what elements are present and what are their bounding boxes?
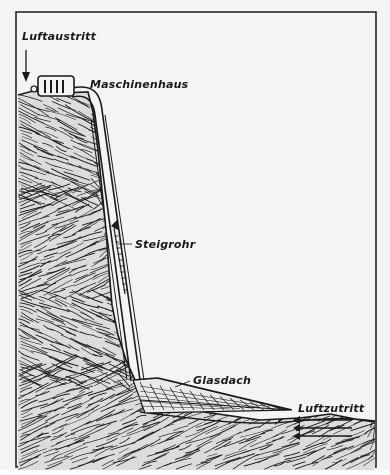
hatch-stroke: [310, 392, 337, 399]
hatch-stroke: [363, 372, 375, 383]
hatch-stroke: [325, 392, 340, 396]
hatch-stroke: [323, 364, 352, 380]
hatch-stroke: [257, 387, 283, 402]
hatch-stroke: [374, 385, 375, 392]
hatch-stroke: [95, 108, 105, 115]
hatch-stroke: [313, 366, 331, 377]
hatch-stroke: [295, 359, 324, 373]
hatch-stroke: [343, 361, 374, 370]
hatch-stroke: [260, 395, 271, 398]
hatch-stroke: [253, 386, 276, 396]
hatch-stroke: [260, 411, 283, 418]
hatch-stroke: [320, 374, 352, 389]
hatch-stroke: [359, 392, 375, 402]
hatch-stroke: [345, 383, 367, 392]
hatch-stroke: [300, 374, 331, 383]
hatch-stroke: [143, 363, 172, 373]
hatch-stroke: [282, 392, 293, 395]
hatch-stroke: [308, 394, 334, 402]
hatch-stroke: [118, 312, 130, 317]
hatch-stroke: [339, 366, 370, 377]
label-glass-roof: Glasdach: [193, 374, 251, 387]
machine-house: [31, 76, 74, 96]
hatch-stroke: [153, 361, 182, 376]
hatch-stroke: [358, 372, 375, 380]
hatch-stroke: [306, 375, 317, 379]
hatch-stroke: [235, 362, 249, 370]
hatch-stroke: [155, 362, 175, 370]
air-outlet-arrow-icon: [22, 50, 30, 82]
hatch-stroke: [252, 365, 266, 370]
hatch-stroke: [364, 406, 375, 421]
label-air-outlet: Luftaustritt: [22, 30, 97, 43]
hatch-stroke: [274, 398, 286, 405]
hatch-stroke: [107, 184, 112, 190]
hatch-stroke: [316, 375, 336, 386]
hatch-stroke: [261, 383, 287, 392]
hatch-stroke: [170, 372, 193, 380]
hatch-stroke: [358, 376, 375, 389]
hatch-stroke: [334, 370, 359, 382]
air-inlet-arrows-icon: [293, 416, 352, 440]
hatch-stroke: [308, 360, 338, 371]
hatch-stroke: [271, 374, 297, 389]
hatch-stroke: [252, 378, 273, 387]
hatch-stroke: [139, 366, 150, 370]
hatch-stroke: [297, 388, 319, 396]
hatch-stroke: [364, 412, 375, 418]
hatch-stroke: [237, 367, 257, 373]
hatch-stroke: [374, 397, 375, 406]
hatch-stroke: [346, 382, 369, 395]
hatch-stroke: [101, 146, 105, 151]
hatch-stroke: [300, 384, 313, 389]
hatch-stroke: [272, 366, 301, 379]
hatch-stroke: [222, 366, 235, 373]
hatch-stroke: [178, 365, 202, 373]
hatch-stroke: [271, 356, 301, 370]
hatch-stroke: [205, 369, 216, 374]
hatch-stroke: [356, 369, 372, 373]
label-air-inlet: Luftzutritt: [298, 402, 365, 415]
hatch-stroke: [275, 372, 286, 377]
hatch-stroke: [327, 384, 343, 393]
hatch-stroke: [293, 384, 320, 392]
hatch-stroke: [262, 363, 292, 374]
hatch-stroke: [210, 360, 227, 370]
hatch-stroke: [111, 206, 112, 213]
hatch-stroke: [280, 375, 310, 386]
hatch-stroke: [272, 374, 293, 383]
hatch-stroke: [331, 366, 349, 374]
label-riser-pipe: Steigrohr: [135, 238, 196, 251]
hatch-stroke: [277, 383, 306, 399]
hatch-stroke: [103, 140, 105, 151]
hatch-stroke: [366, 378, 375, 386]
hatch-stroke: [340, 378, 361, 386]
hatch-stroke: [104, 197, 105, 205]
hatch-stroke: [178, 362, 205, 371]
hatch-stroke: [290, 369, 311, 376]
label-machine-house: Maschinenhaus: [90, 78, 189, 91]
hatch-stroke: [341, 390, 370, 399]
hatch-stroke: [261, 374, 272, 377]
hatch-stroke: [127, 341, 130, 348]
